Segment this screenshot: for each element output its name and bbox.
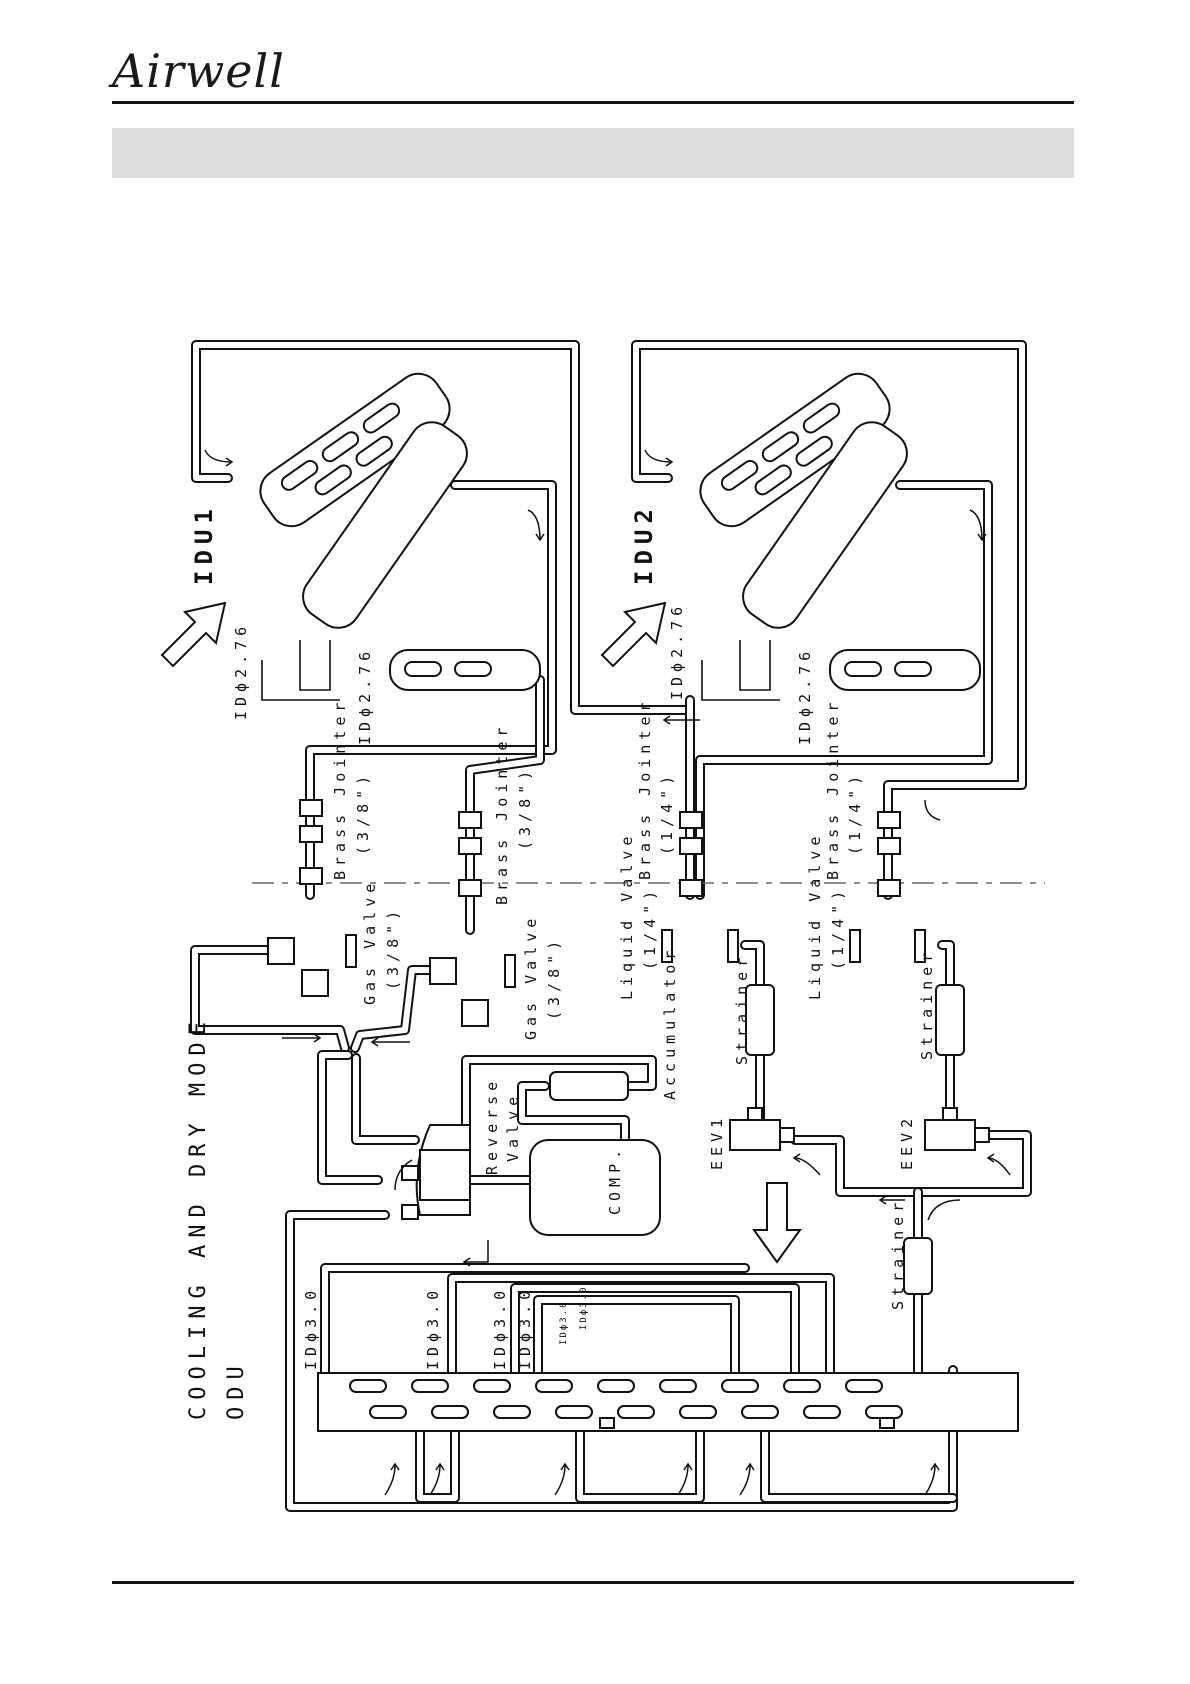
compressor <box>529 1139 661 1236</box>
pipe-network <box>190 340 1032 1512</box>
brass-jointer-3-size: (1/4") <box>658 771 676 855</box>
accumulator <box>549 1071 629 1101</box>
brass-jointer-1-size: (3/8") <box>354 771 372 855</box>
section-title-bar <box>112 128 1074 178</box>
brand-logo: Airwell <box>112 44 285 98</box>
liquid-valve-1-size: (1/4") <box>641 886 659 970</box>
idu1-capillary-b: IDϕ2.76 <box>356 647 374 745</box>
odu-airflow-arrow <box>752 1182 802 1264</box>
eev1-label: EEV1 <box>708 1114 726 1170</box>
odu-capillary-3: IDϕ3.0 <box>491 1286 509 1370</box>
strainer-3 <box>903 1237 933 1295</box>
idu2-label: IDU2 <box>630 503 658 585</box>
strainer-2 <box>935 984 965 1056</box>
liquid-valve-2-size: (1/4") <box>829 886 847 970</box>
gas-valve-1-size: (3/8") <box>384 906 402 990</box>
liquid-valve-1-label: Liquid Valve <box>618 832 636 1000</box>
idu1-airflow-arrow <box>160 601 227 668</box>
gas-valve-2-label: Gas Valve <box>522 914 540 1040</box>
eev2 <box>924 1107 990 1151</box>
strainer-2-label: Strainer <box>918 948 936 1060</box>
brass-jointer-1-label: Brass Jointer <box>331 698 349 880</box>
odu-capillary-6: IDϕ3.0 <box>579 1285 589 1330</box>
liquid-valve-2-label: Liquid Valve <box>806 832 824 1000</box>
reverse-valve-label-1: Reverse <box>483 1077 501 1175</box>
mode-title: COOLING AND DRY MODE <box>186 1015 211 1420</box>
odu-condenser-coil <box>317 1372 1019 1432</box>
reverse-valve-label-2: Valve <box>504 1092 522 1162</box>
brass-jointer-3-label: Brass Jointer <box>636 698 654 880</box>
odu-label: ODU <box>224 1359 249 1420</box>
brass-jointers <box>299 799 901 897</box>
idu2-capillary-b: IDϕ2.76 <box>796 647 814 745</box>
idu1-evaporator-coil <box>259 372 541 701</box>
strainer-1-label: Strainer <box>733 953 751 1065</box>
idu2-evaporator-coil <box>699 372 981 701</box>
brass-jointer-2-size: (3/8") <box>516 766 534 850</box>
idu2-capillary-a: IDϕ2.76 <box>668 602 686 700</box>
reverse-valve <box>401 1124 471 1220</box>
idu1-label: IDU1 <box>190 503 218 585</box>
odu-capillary-2: IDϕ3.0 <box>424 1286 442 1370</box>
compressor-label: COMP. <box>606 1145 624 1215</box>
footer-rule <box>112 1581 1074 1584</box>
accumulator-label: Accumulator <box>661 946 679 1100</box>
idu1-capillary-a: IDϕ2.76 <box>232 622 250 720</box>
header-rule <box>112 101 1074 104</box>
service-valves <box>267 929 926 1027</box>
odu-capillary-5: IDϕ3.0 <box>559 1300 569 1345</box>
eev2-label: EEV2 <box>898 1114 916 1170</box>
brass-jointer-2-label: Brass Jointer <box>493 723 511 905</box>
brass-jointer-4-label: Brass Jointer <box>824 698 842 880</box>
brass-jointer-4-size: (1/4") <box>846 771 864 855</box>
odu-capillary-4: IDϕ3.0 <box>516 1286 534 1370</box>
flow-arrows <box>204 449 1011 1496</box>
odu-capillary-1: IDϕ3.0 <box>302 1286 320 1370</box>
eev1 <box>729 1107 795 1151</box>
idu2-airflow-arrow <box>600 601 667 668</box>
strainer-1 <box>745 984 775 1056</box>
gas-valve-1-label: Gas Valve <box>361 879 379 1005</box>
strainer-3-label: Strainer <box>889 1198 907 1310</box>
gas-valve-2-size: (3/8") <box>545 936 563 1020</box>
